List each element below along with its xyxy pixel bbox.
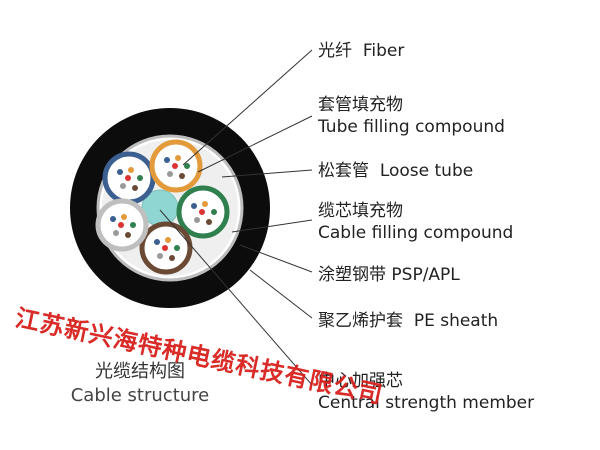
leader-fiber (182, 49, 313, 166)
leader-loose-tube (221, 169, 313, 178)
label-pe-sheath: 聚乙烯护套 PE sheath (318, 311, 499, 331)
leader-psp (239, 244, 313, 273)
loose-tube-blue (102, 151, 156, 205)
loose-tube-brown (139, 221, 193, 275)
leader-tube-filling (197, 115, 313, 173)
diagram-caption: 光缆结构图 Cable structure (60, 360, 220, 408)
leader-pe-sheath (249, 269, 313, 319)
label-strength-member: 中心加强芯 Central strength member (318, 371, 535, 413)
caption-zh: 光缆结构图 (95, 361, 185, 382)
label-loose-tube: 松套管 Loose tube (318, 161, 474, 181)
label-tube-filling: 套管填充物 Tube filling compound (318, 95, 505, 137)
leader-strength (159, 209, 313, 386)
caption-en: Cable structure (70, 385, 210, 406)
leader-cable-filling (231, 219, 313, 233)
label-fiber: 光纤 Fiber (318, 41, 405, 61)
loose-tube-white (95, 198, 149, 252)
label-cable-filling: 缆芯填充物 Cable filling compound (318, 201, 514, 243)
loose-tube-orange (149, 139, 203, 193)
label-psp: 涂塑钢带 PSP/APL (318, 265, 460, 285)
loose-tube-green (176, 185, 230, 239)
